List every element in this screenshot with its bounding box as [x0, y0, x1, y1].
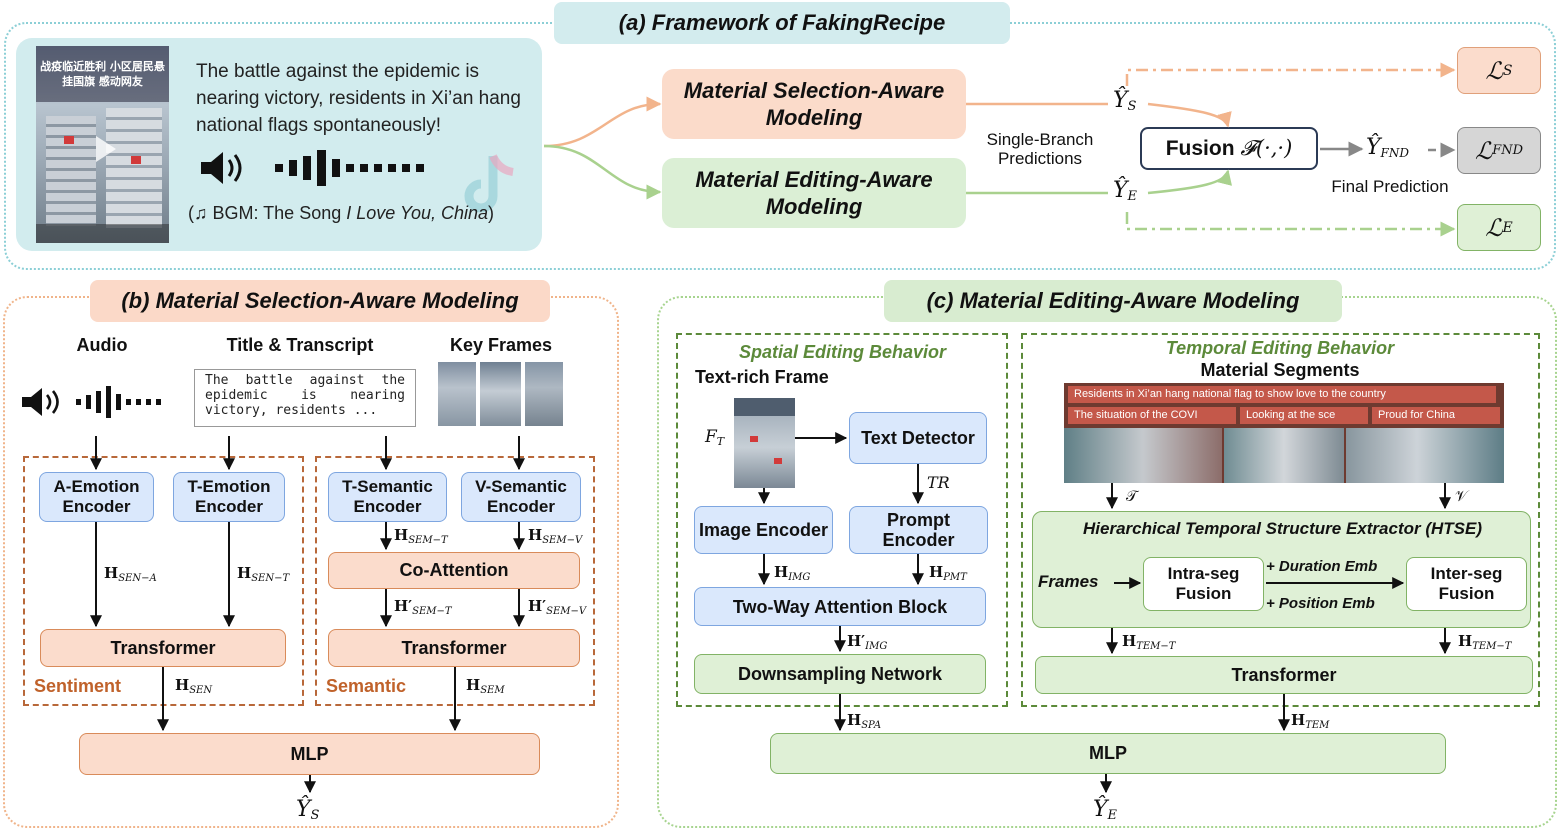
temporal-transformer: Transformer — [1035, 656, 1533, 694]
material-segments-label: Material Segments — [1200, 359, 1360, 380]
speaker-icon — [20, 386, 66, 418]
waveform-icon — [76, 386, 162, 418]
h-tem-t-label: HTEM−T — [1458, 632, 1512, 652]
h-prime-sem-t-label: H′SEM−T — [394, 597, 452, 617]
y-e-label: ŶE — [1113, 178, 1138, 204]
y-e-output: ŶE — [1093, 797, 1118, 823]
play-icon — [96, 136, 116, 162]
h-spa-label: HSPA — [847, 711, 882, 731]
selection-mlp: MLP — [79, 733, 540, 775]
segment-caption: Residents in Xi’an hang national flag to… — [1068, 386, 1496, 403]
tr-label: TR — [927, 473, 950, 492]
two-way-attention-box: Two-Way Attention Block — [694, 587, 986, 626]
co-attention-box: Co-Attention — [328, 552, 580, 589]
material-segments-strip: Residents in Xi’an hang national flag to… — [1064, 383, 1504, 483]
example-title-text: The battle against the epidemic is neari… — [196, 61, 521, 136]
temporal-group — [1021, 333, 1540, 707]
tiktok-logo-icon — [455, 150, 525, 220]
editing-mlp: MLP — [770, 733, 1446, 774]
intra-seg-fusion-box: Intra-seg Fusion — [1143, 557, 1264, 611]
h-sem-label: HSEM — [466, 676, 505, 696]
key-frames-thumbnails — [438, 362, 563, 426]
editing-title: (c) Material Editing-Aware Modeling — [884, 280, 1342, 322]
h-tem-t-label: HTEM−T — [1122, 632, 1176, 652]
segment-caption: Looking at the sce — [1240, 407, 1368, 424]
a-emotion-encoder: A-Emotion Encoder — [39, 472, 154, 522]
frames-label: Frames — [1038, 572, 1099, 591]
f-t-label: FT — [705, 427, 725, 448]
position-emb-label: + Position Emb — [1266, 595, 1375, 612]
bgm-note: (♫ BGM: The Song I Love You, China) — [188, 203, 538, 224]
downsampling-box: Downsampling Network — [694, 654, 986, 694]
text-rich-frame-thumbnail — [734, 398, 795, 488]
h-prime-sem-v-label: H′SEM−V — [528, 597, 587, 617]
segment-caption: The situation of the COVI — [1068, 407, 1236, 424]
fusion-fn: 𝓕(·,·) — [1240, 136, 1293, 160]
h-sen-a-label: HSEN−A — [104, 564, 157, 584]
speaker-icon — [199, 150, 249, 186]
semantic-transformer: Transformer — [328, 629, 580, 667]
h-sen-label: HSEN — [175, 676, 213, 696]
msam-box: Material Selection-Aware Modeling — [662, 69, 966, 139]
key-frames-label: Key Frames — [449, 334, 553, 355]
sentiment-label: Sentiment — [34, 676, 122, 696]
t-semantic-encoder: T-Semantic Encoder — [328, 472, 447, 522]
bgm-suffix: ) — [488, 203, 495, 223]
h-sem-t-label: HSEM−T — [394, 526, 448, 546]
framework-title: (a) Framework of FakingRecipe — [554, 2, 1010, 44]
selection-title: (b) Material Selection-Aware Modeling — [90, 280, 550, 322]
text-rich-label: Text-rich Frame — [695, 367, 829, 387]
spatial-label: Spatial Editing Behavior — [738, 341, 947, 362]
h-sem-v-label: HSEM−V — [528, 526, 583, 546]
final-prediction-label: Final Prediction — [1331, 176, 1449, 196]
t-emotion-encoder: T-Emotion Encoder — [173, 472, 285, 522]
y-s-label: ŶS — [1113, 88, 1137, 114]
h-tem-label: HTEM — [1291, 711, 1330, 731]
fusion-label: Fusion — [1165, 136, 1235, 160]
htse-label: Hierarchical Temporal Structure Extracto… — [1083, 519, 1482, 538]
prompt-encoder-box: Prompt Encoder — [849, 506, 988, 554]
fusion-box: Fusion 𝓕(·,·) — [1140, 127, 1318, 170]
h-prime-img-label: H′IMG — [847, 632, 888, 652]
waveform-icon — [275, 150, 435, 186]
h-sen-t-label: HSEN−T — [237, 564, 290, 584]
segment-caption: Proud for China — [1372, 407, 1500, 424]
transcript-box: The battle against the epidemic is neari… — [194, 369, 416, 427]
v-symbol: 𝒱 — [1455, 487, 1468, 505]
t-symbol: 𝒯 — [1126, 487, 1138, 505]
single-branch-label: Single-Branch Predictions — [986, 130, 1094, 168]
sentiment-transformer: Transformer — [40, 629, 286, 667]
y-fnd-label: ŶFND — [1366, 135, 1409, 160]
thumbnail-caption: 战疫临近胜利 小区居民悬挂国旗 感动网友 — [40, 60, 165, 88]
image-encoder-box: Image Encoder — [694, 506, 833, 554]
audio-label: Audio — [76, 334, 128, 355]
semantic-label: Semantic — [326, 676, 407, 696]
video-thumbnail: 战疫临近胜利 小区居民悬挂国旗 感动网友 — [36, 46, 169, 243]
inter-seg-fusion-box: Inter-seg Fusion — [1406, 557, 1527, 611]
temporal-label: Temporal Editing Behavior — [1165, 337, 1395, 358]
title-transcript-label: Title & Transcript — [226, 334, 374, 355]
h-img-label: HIMG — [774, 563, 811, 583]
text-detector-box: Text Detector — [849, 412, 987, 464]
duration-emb-label: + Duration Emb — [1266, 558, 1378, 575]
h-pmt-label: HPMT — [929, 563, 967, 583]
meam-box: Material Editing-Aware Modeling — [662, 158, 966, 228]
spatial-group — [676, 333, 1008, 707]
v-semantic-encoder: V-Semantic Encoder — [461, 472, 581, 522]
bgm-song: I Love You, China — [346, 203, 489, 223]
bgm-prefix: (♫ BGM: The Song — [188, 203, 347, 223]
y-s-output: ŶS — [296, 797, 320, 823]
